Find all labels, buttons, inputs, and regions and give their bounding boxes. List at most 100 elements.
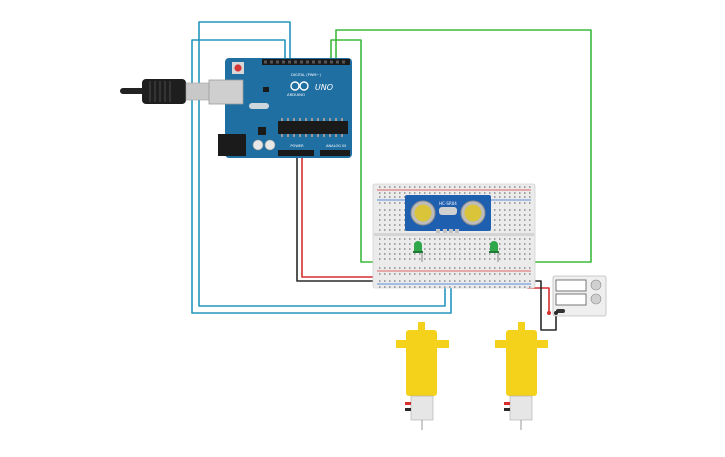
breadboard-hole: [494, 186, 496, 188]
breadboard-hole: [384, 224, 386, 226]
breadboard-hole: [404, 209, 406, 211]
breadboard-hole: [404, 286, 406, 288]
breadboard-hole: [399, 224, 401, 226]
breadboard-hole: [499, 286, 501, 288]
breadboard-hole: [459, 280, 461, 282]
breadboard-hole: [414, 258, 416, 260]
breadboard-hole: [529, 214, 531, 216]
wire-blue-inner[interactable]: [191, 39, 452, 314]
breadboard-hole: [389, 286, 391, 288]
power-supply[interactable]: [547, 275, 607, 317]
breadboard-hole: [454, 238, 456, 240]
breadboard-hole: [379, 224, 381, 226]
breadboard-hole: [419, 192, 421, 194]
breadboard-hole: [509, 224, 511, 226]
breadboard-hole: [384, 258, 386, 260]
breadboard-hole: [514, 258, 516, 260]
breadboard-hole: [404, 253, 406, 255]
ps-knob-1[interactable]: [590, 279, 602, 291]
breadboard-hole: [404, 258, 406, 260]
arduino-uno[interactable]: DIGITAL (PWM~) ARDUINO UNO POWER ANALOG …: [208, 58, 352, 158]
breadboard-hole: [514, 224, 516, 226]
motor-left[interactable]: [396, 322, 449, 430]
wire-red-5v[interactable]: [301, 154, 381, 278]
breadboard-hole: [399, 214, 401, 216]
breadboard-hole: [514, 192, 516, 194]
breadboard-hole: [484, 286, 486, 288]
breadboard-hole: [524, 224, 526, 226]
breadboard-hole: [479, 267, 481, 269]
breadboard-hole: [464, 243, 466, 245]
breadboard-hole: [469, 238, 471, 240]
breadboard-hole: [509, 286, 511, 288]
breadboard-hole: [509, 196, 511, 198]
breadboard-hole: [424, 238, 426, 240]
breadboard-hole: [494, 229, 496, 231]
ultrasonic-sensor[interactable]: HC-SR04: [405, 195, 491, 233]
motor-right-gearbox: [506, 330, 537, 396]
breadboard-hole: [509, 186, 511, 188]
breadboard-hole: [399, 267, 401, 269]
breadboard-hole: [519, 280, 521, 282]
breadboard-hole: [469, 186, 471, 188]
breadboard-hole: [494, 196, 496, 198]
breadboard-hole: [404, 229, 406, 231]
breadboard-hole: [379, 286, 381, 288]
breadboard-hole: [509, 248, 511, 250]
breadboard-hole: [519, 192, 521, 194]
motor-left-body: [410, 395, 434, 421]
reset-button-cap[interactable]: [234, 64, 242, 72]
usb-plug-body: [142, 79, 186, 104]
breadboard-hole: [404, 243, 406, 245]
wire-blue-outer[interactable]: [198, 21, 446, 307]
breadboard-hole: [429, 258, 431, 260]
led-left[interactable]: [413, 241, 423, 262]
breadboard-hole: [404, 214, 406, 216]
usb-cable[interactable]: [120, 79, 211, 104]
breadboard-hole: [399, 202, 401, 204]
breadboard-hole: [499, 253, 501, 255]
motor-right-terminal-1: [504, 402, 510, 405]
breadboard-hole: [524, 238, 526, 240]
breadboard-hole: [494, 286, 496, 288]
breadboard-hole: [384, 253, 386, 255]
breadboard-hole: [439, 273, 441, 275]
led-right-body: [490, 241, 498, 252]
breadboard-hole: [414, 192, 416, 194]
wire-black-gnd[interactable]: [296, 154, 381, 282]
breadboard-hole: [499, 229, 501, 231]
breadboard-hole: [439, 286, 441, 288]
breadboard-hole: [459, 273, 461, 275]
breadboard-hole: [509, 258, 511, 260]
power-label: POWER: [290, 144, 304, 148]
ps-terminal-neg[interactable]: [554, 311, 558, 315]
breadboard-hole: [434, 267, 436, 269]
ps-switch[interactable]: [556, 309, 565, 313]
ps-terminal-pos[interactable]: [547, 311, 551, 315]
breadboard-hole: [379, 214, 381, 216]
breadboard-hole: [499, 248, 501, 250]
capacitor-2: [264, 139, 276, 151]
breadboard-hole: [469, 280, 471, 282]
breadboard-hole: [524, 243, 526, 245]
ps-knob-2[interactable]: [590, 293, 602, 305]
breadboard-hole: [484, 238, 486, 240]
breadboard-hole: [529, 258, 531, 260]
breadboard-hole: [434, 273, 436, 275]
breadboard-hole: [399, 209, 401, 211]
led-right[interactable]: [489, 241, 499, 262]
breadboard-hole: [469, 253, 471, 255]
breadboard-hole: [389, 253, 391, 255]
breadboard-hole: [499, 267, 501, 269]
breadboard-hole: [524, 267, 526, 269]
breadboard-hole: [419, 286, 421, 288]
motor-right[interactable]: [495, 322, 548, 430]
breadboard-hole: [524, 196, 526, 198]
breadboard-hole: [489, 258, 491, 260]
wire-ps-black[interactable]: [527, 280, 557, 331]
breadboard-hole: [434, 253, 436, 255]
breadboard-hole: [474, 267, 476, 269]
breadboard-hole: [384, 219, 386, 221]
breadboard-hole: [529, 229, 531, 231]
breadboard-hole: [514, 267, 516, 269]
